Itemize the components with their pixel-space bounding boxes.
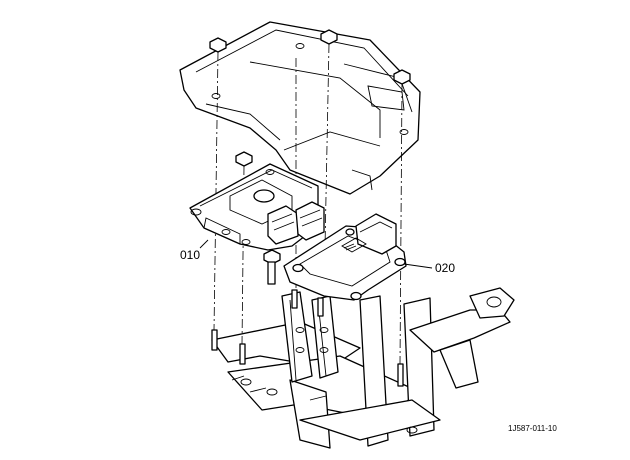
hex-nuts	[209, 29, 411, 167]
assembly-guide-lines	[213, 43, 403, 365]
callout-010: 010	[180, 248, 200, 262]
drawing-code: 1J587-011-10	[508, 424, 557, 433]
studs	[211, 289, 404, 387]
ecu-module	[189, 163, 325, 251]
bolt	[263, 249, 281, 285]
mounting-frame	[211, 287, 515, 449]
top-cover	[179, 21, 421, 195]
ecu-bracket	[283, 213, 407, 301]
callout-leaders	[199, 239, 433, 269]
callout-020: 020	[435, 261, 455, 275]
